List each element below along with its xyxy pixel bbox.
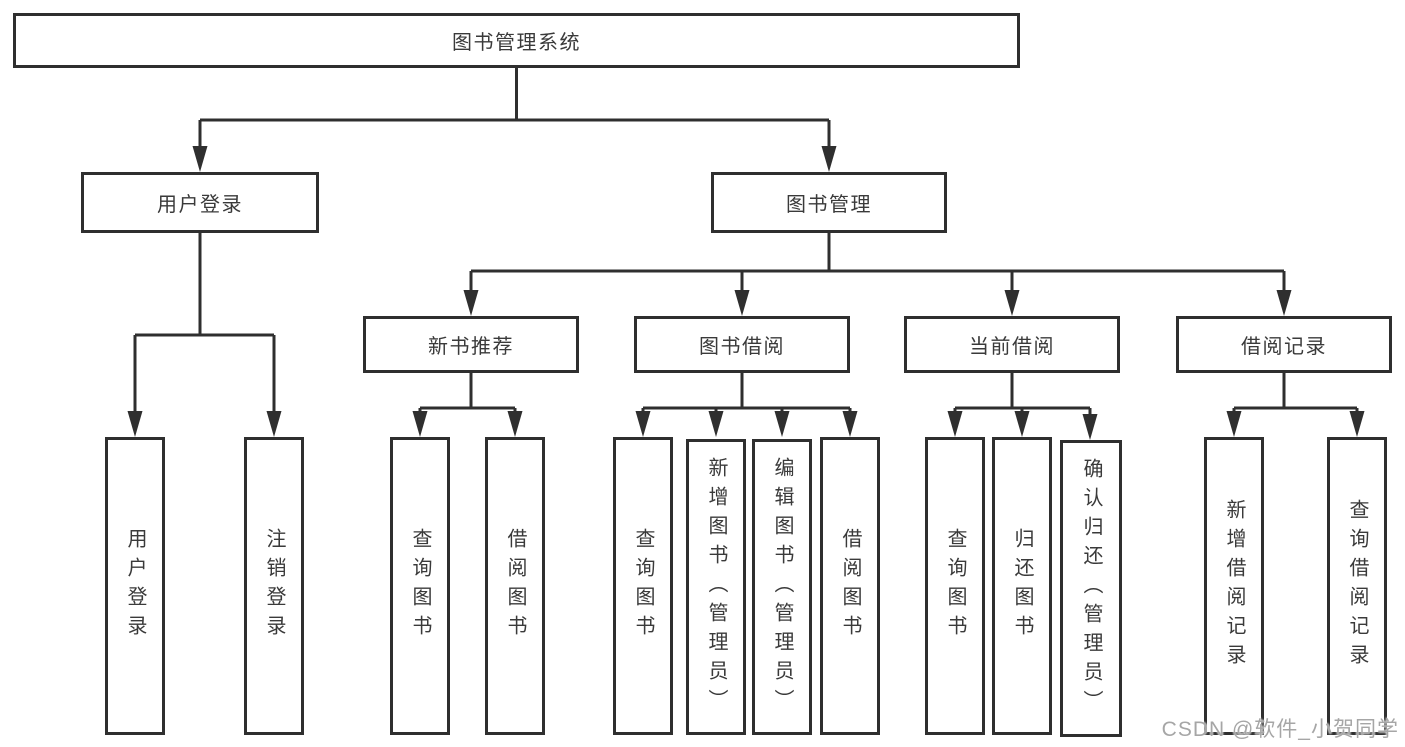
leaf-label: 用户登录 [124,528,146,644]
leaf-add-borrow-record: 新增借阅记录 [1204,437,1264,735]
leaf-add-book-admin: 新增图书（管理员） [686,439,746,735]
leaf-label: 编辑图书（管理员） [771,456,793,718]
leaf-label: 查询图书 [944,528,966,644]
node-current-borrow: 当前借阅 [904,316,1120,373]
node-label: 借阅记录 [1241,336,1327,358]
leaf-borrow-books: 借阅图书 [820,437,880,735]
leaf-query-books-recommend: 查询图书 [390,437,450,735]
node-new-book-recommend: 新书推荐 [363,316,579,373]
leaf-borrow-books-recommend: 借阅图书 [485,437,545,735]
node-label: 图书管理 [786,194,872,216]
leaf-edit-book-admin: 编辑图书（管理员） [752,439,812,735]
leaf-label: 查询图书 [632,528,654,644]
node-label: 用户登录 [157,194,243,216]
leaf-return-book: 归还图书 [992,437,1052,735]
node-label: 当前借阅 [969,336,1055,358]
leaf-query-books-borrow: 查询图书 [613,437,673,735]
leaf-user-login: 用户登录 [105,437,165,735]
node-book-management: 图书管理 [711,172,947,233]
leaf-label: 注销登录 [263,528,285,644]
leaf-label: 借阅图书 [504,528,526,644]
leaf-query-books-current: 查询图书 [925,437,985,735]
leaf-logout: 注销登录 [244,437,304,735]
node-label: 新书推荐 [428,336,514,358]
node-book-borrow: 图书借阅 [634,316,850,373]
leaf-label: 查询借阅记录 [1346,499,1368,673]
watermark: CSDN @软件_小贺同学 [1161,718,1399,741]
leaf-query-borrow-record: 查询借阅记录 [1327,437,1387,735]
node-label: 图书管理系统 [452,32,581,54]
node-borrow-records: 借阅记录 [1176,316,1392,373]
leaf-label: 新增图书（管理员） [705,456,727,718]
node-label: 图书借阅 [699,336,785,358]
leaf-confirm-return-admin: 确认归还（管理员） [1060,440,1122,737]
node-user-login: 用户登录 [81,172,319,233]
leaf-label: 查询图书 [409,528,431,644]
node-library-management-system: 图书管理系统 [13,13,1020,68]
leaf-label: 借阅图书 [839,528,861,644]
leaf-label: 新增借阅记录 [1223,499,1245,673]
leaf-label: 归还图书 [1011,528,1033,644]
leaf-label: 确认归还（管理员） [1080,458,1102,719]
